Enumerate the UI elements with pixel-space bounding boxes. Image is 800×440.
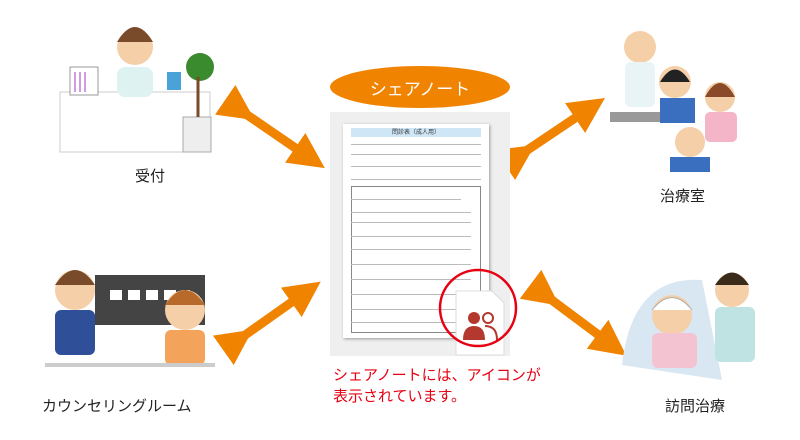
document-title: 問診表（成人用） [351,128,481,137]
label-treatment-room: 治療室 [660,187,706,205]
share-note-caption: シェアノートには、アイコンが 表示されています。 [333,365,541,407]
home-visit-illustration [622,272,755,380]
share-note-badge: シェアノート [330,66,510,108]
arrow-treatment-room [495,97,605,180]
counseling-illustration [45,270,215,367]
treatment-room-illustration [610,31,737,172]
arrow-home-visit [519,269,627,356]
label-counseling-room: カウンセリングルーム [42,397,192,415]
caption-line-2: 表示されています。 [333,387,467,405]
reception-illustration [59,27,214,153]
label-reception: 受付 [135,167,166,185]
arrow-counseling [212,281,321,366]
share-icon-highlight [438,268,518,356]
label-home-visit: 訪問治療 [665,397,726,415]
arrow-reception [214,84,325,169]
shared-users-icon [463,312,498,341]
caption-line-1: シェアノートには、アイコンが [333,366,541,384]
